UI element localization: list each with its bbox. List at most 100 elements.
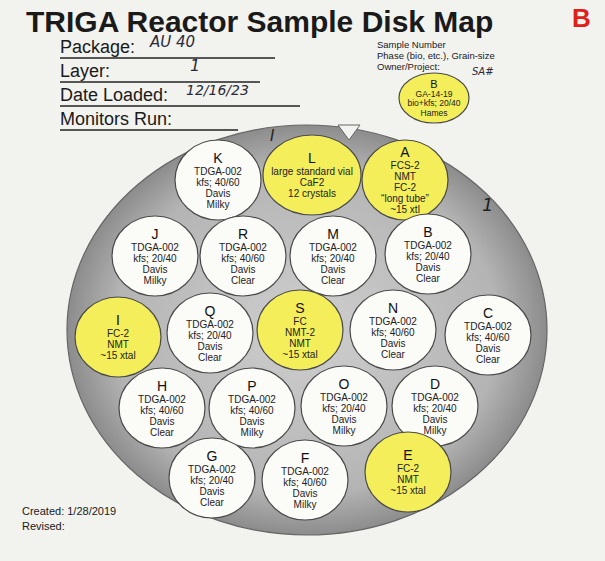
- sample-text: Davis: [239, 416, 264, 427]
- circle-content: OTDGA-002kfs; 20/40DavisMilky: [300, 365, 388, 447]
- circle-content: FTDGA-002kfs; 40/60DavisMilky: [261, 439, 349, 521]
- sample-text: TDGA-002: [404, 240, 452, 251]
- sample-text: ~15 xtl: [390, 204, 420, 215]
- sample-position: BTDGA-002kfs; 20/40DavisClear: [384, 213, 472, 295]
- field-underline: [60, 57, 275, 58]
- sample-text: FC-2: [107, 328, 129, 339]
- sample-position: NTDGA-002kfs; 40/60DavisClear: [349, 289, 437, 371]
- sample-text: Davis: [380, 338, 405, 349]
- circle-shape: [301, 366, 387, 446]
- circle-shape: [350, 290, 436, 370]
- sample-text: Davis: [331, 414, 356, 425]
- field-underline: [60, 105, 300, 106]
- sample-position: PTDGA-002kfs; 40/60DavisMilky: [208, 367, 296, 449]
- sample-text: Davis: [205, 188, 230, 199]
- circle-content: MTDGA-002kfs; 20/40DavisClear: [289, 215, 377, 297]
- sample-text: Clear: [476, 354, 500, 365]
- sample-letter: L: [308, 151, 316, 166]
- disk-shape: [67, 125, 547, 535]
- field-label: Layer:: [60, 62, 110, 80]
- sample-text: Davis: [142, 264, 167, 275]
- sample-text: bio+kfs; 20/40: [407, 99, 460, 109]
- sample-text: TDGA-002: [188, 464, 236, 475]
- sample-text: NMT-2: [285, 327, 315, 338]
- sample-text: Davis: [422, 414, 447, 425]
- sample-text: kfs; 20/40: [188, 330, 231, 341]
- sample-text: Clear: [150, 427, 174, 438]
- sample-text: kfs; 20/40: [133, 253, 176, 264]
- sample-position: KTDGA-002kfs; 40/60DavisMilky: [174, 139, 262, 221]
- sample-text: NMT: [289, 338, 311, 349]
- sample-position: JTDGA-002kfs; 20/40DavisMilky: [111, 215, 199, 297]
- sample-text: kfs; 20/40: [190, 475, 233, 486]
- sample-text: Clear: [198, 352, 222, 363]
- sample-text: FC-2: [397, 463, 419, 474]
- circle-content: GTDGA-002kfs; 20/40DavisClear: [168, 437, 256, 519]
- sample-text: Davis: [197, 341, 222, 352]
- circle-shape: [75, 297, 161, 377]
- sample-text: kfs; 20/40: [322, 403, 365, 414]
- circle-content: PTDGA-002kfs; 40/60DavisMilky: [208, 367, 296, 449]
- circle-content: Llarge standard vialCaF212 crystals: [262, 134, 362, 216]
- circle-shape: [399, 73, 469, 123]
- sample-text: kfs; 20/40: [413, 403, 456, 414]
- sample-position: GTDGA-002kfs; 20/40DavisClear: [168, 437, 256, 519]
- circle-content: RTDGA-002kfs; 40/60DavisClear: [199, 215, 287, 297]
- sample-text: GA-14-19: [416, 90, 453, 100]
- field-value: AU 40: [150, 35, 195, 50]
- circle-shape: [257, 290, 343, 370]
- page-title: TRIGA Reactor Sample Disk Map: [26, 7, 493, 37]
- disk-mark: 1: [482, 196, 493, 214]
- sample-text: kfs; 40/60: [371, 327, 414, 338]
- sample-text: NMT: [394, 171, 416, 182]
- sample-text: Davis: [415, 262, 440, 273]
- sample-text: TDGA-002: [228, 394, 276, 405]
- sample-letter: I: [116, 313, 120, 328]
- sample-letter: B: [430, 78, 437, 90]
- sample-text: kfs; 40/60: [283, 477, 326, 488]
- sample-text: NMT: [397, 474, 419, 485]
- circle-shape: [112, 216, 198, 296]
- sample-text: ~15 xtal: [282, 349, 317, 360]
- sample-position: FTDGA-002kfs; 40/60DavisMilky: [261, 439, 349, 521]
- sample-text: Davis: [149, 416, 174, 427]
- circle-shape: [169, 438, 255, 518]
- sample-text: Milky: [207, 199, 230, 210]
- sample-position: AFCS-2NMTFC-2“long tube”~15 xtl: [361, 139, 449, 221]
- circle-content: KTDGA-002kfs; 40/60DavisMilky: [174, 139, 262, 221]
- circle-shape: [167, 293, 253, 373]
- circle-content: HTDGA-002kfs; 40/60DavisClear: [118, 367, 206, 449]
- circle-shape: [262, 440, 348, 520]
- circle-content: CTDGA-002kfs; 40/60DavisClear: [444, 294, 532, 376]
- key-label: Owner/Project:: [377, 62, 440, 72]
- sample-text: Clear: [231, 275, 255, 286]
- sample-text: Milky: [144, 275, 167, 286]
- circle-shape: [175, 140, 261, 220]
- sample-position: RTDGA-002kfs; 40/60DavisClear: [199, 215, 287, 297]
- sample-text: TDGA-002: [309, 242, 357, 253]
- circle-content: BTDGA-002kfs; 20/40DavisClear: [384, 213, 472, 295]
- sample-text: kfs; 20/40: [311, 253, 354, 264]
- sample-text: Clear: [381, 349, 405, 360]
- circle-content: QTDGA-002kfs; 20/40DavisClear: [166, 292, 254, 374]
- circle-content: IFC-2NMT~15 xtal: [74, 296, 162, 378]
- circle-content: AFCS-2NMTFC-2“long tube”~15 xtl: [361, 139, 449, 221]
- sample-letter: N: [388, 301, 398, 316]
- sample-text: Hames: [421, 109, 448, 119]
- circle-shape: [119, 368, 205, 448]
- key-label: Phase (bio, etc.), Grain-size: [377, 51, 495, 61]
- circle-shape: [290, 216, 376, 296]
- sample-text: “long tube”: [381, 193, 429, 204]
- key-circle: BGA-14-19bio+kfs; 20/40Hames: [398, 72, 470, 124]
- sample-text: CaF2: [300, 177, 324, 188]
- sample-text: TDGA-002: [138, 394, 186, 405]
- sample-text: TDGA-002: [369, 316, 417, 327]
- key-label: Sample Number: [377, 40, 446, 50]
- sample-text: kfs; 40/60: [466, 332, 509, 343]
- sample-text: TDGA-002: [281, 466, 329, 477]
- sample-letter: R: [238, 227, 248, 242]
- sample-letter: J: [152, 227, 159, 242]
- sample-letter: K: [213, 151, 222, 166]
- sample-text: 12 crystals: [288, 188, 336, 199]
- sample-position: EFC-2NMT~15 xtal: [364, 431, 452, 513]
